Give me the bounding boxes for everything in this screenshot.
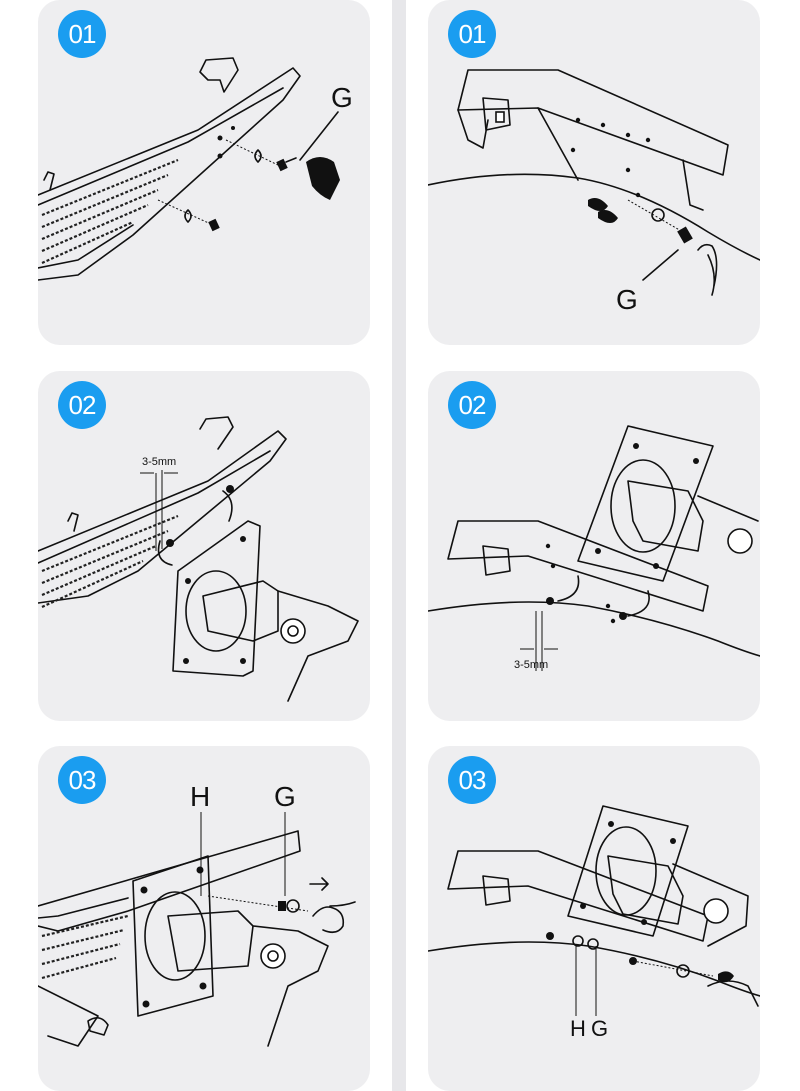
step-03-bracket-panel: 03 H G xyxy=(428,746,760,1091)
step-01-bracket-panel: 01 G xyxy=(428,0,760,345)
bracket-secure-illustration xyxy=(428,805,760,1016)
step-badge: 01 xyxy=(448,10,496,58)
bracket-screw-illustration xyxy=(428,69,760,296)
laptop-tray-hang-illustration xyxy=(38,416,359,702)
bracket-hang-illustration xyxy=(428,425,760,671)
gap-measurement-label: 3-5mm xyxy=(514,659,549,671)
center-divider xyxy=(392,0,406,1091)
step-02-laptop-tray-panel: 02 3-5mm xyxy=(38,371,370,721)
step-03-laptop-tray-panel: 03 H G xyxy=(38,746,370,1091)
laptop-tray-secure-illustration xyxy=(38,812,356,1047)
step-01-laptop-tray-panel: 01 G xyxy=(38,0,370,345)
part-label-h: H xyxy=(190,781,211,812)
step-02-bracket-panel: 02 3-5mm xyxy=(428,371,760,721)
laptop-tray-screw-illustration xyxy=(38,57,340,281)
part-label-g: G xyxy=(331,82,353,113)
step-badge: 02 xyxy=(448,381,496,429)
part-label-g: G xyxy=(274,781,296,812)
part-label-h: H xyxy=(570,1016,586,1041)
gap-measurement-label: 3-5mm xyxy=(142,456,177,468)
step-badge: 01 xyxy=(58,10,106,58)
step-badge: 03 xyxy=(58,756,106,804)
part-label-g: G xyxy=(591,1016,609,1041)
part-label-g: G xyxy=(616,284,638,315)
step-badge: 03 xyxy=(448,756,496,804)
step-badge: 02 xyxy=(58,381,106,429)
